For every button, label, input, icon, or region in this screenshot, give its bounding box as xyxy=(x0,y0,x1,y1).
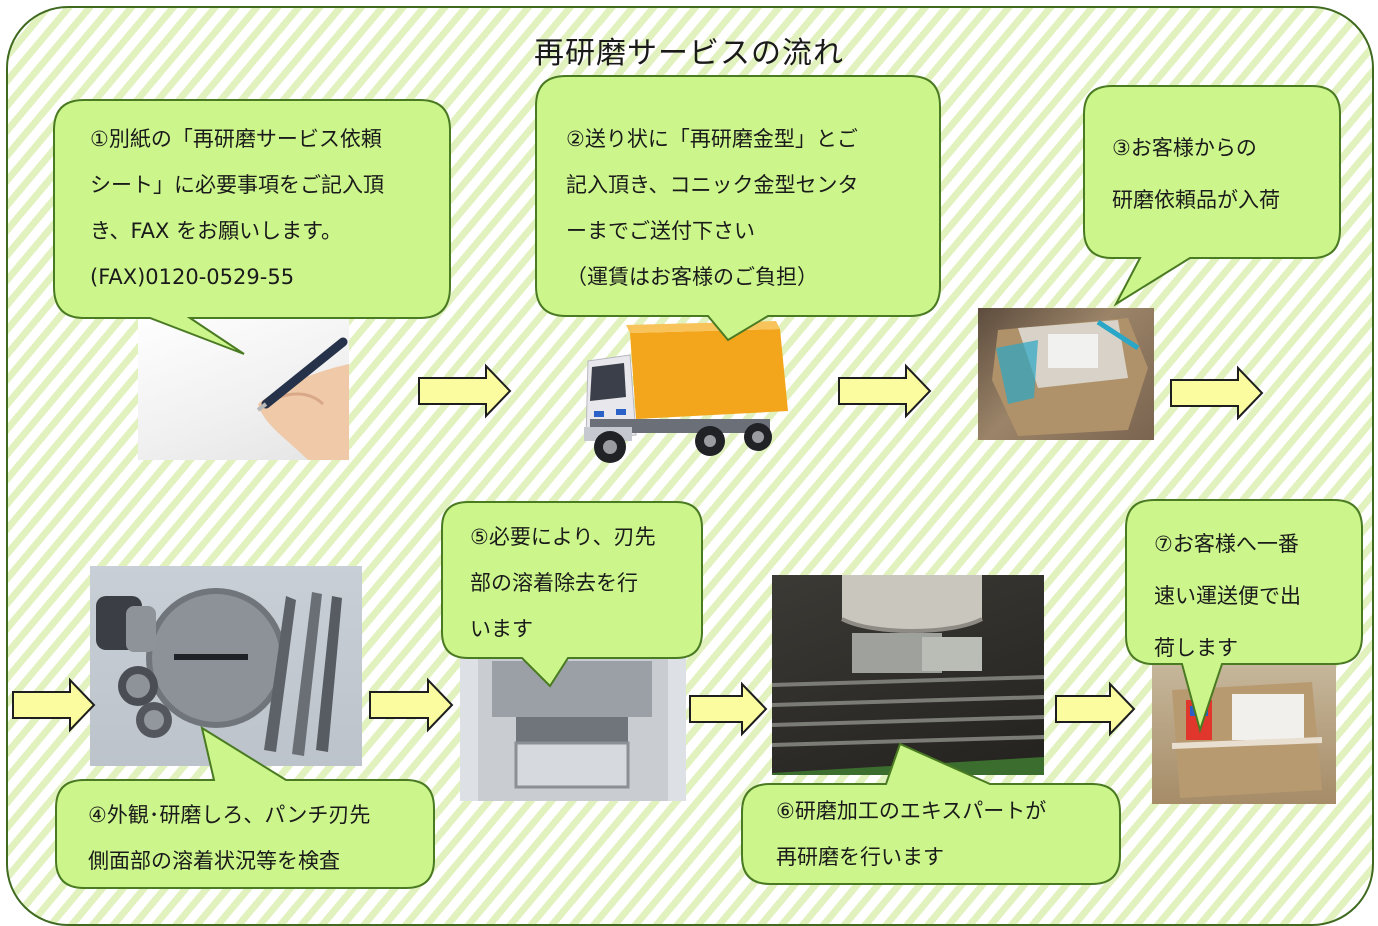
step-3-text: ③お客様からの 研磨依頼品が入荷 xyxy=(1112,136,1280,212)
shipment-box-photo xyxy=(1152,660,1336,804)
package-photo xyxy=(978,308,1154,440)
arrow-right-icon xyxy=(369,677,454,733)
arrow-right-icon xyxy=(1055,681,1136,737)
blade-tip-icon xyxy=(478,651,668,801)
step-4-text: ④外観･研磨しろ、パンチ刃先 側面部の溶着状況等を検査 xyxy=(88,803,371,873)
bubble-step-7 xyxy=(1125,499,1363,734)
step-5-text: ⑤必要により、刃先 部の溶着除去を行 います xyxy=(470,525,656,641)
writing-hand-photo xyxy=(138,312,349,460)
arrow-right-icon xyxy=(689,681,768,737)
step-1-text: ①別紙の「再研磨サービス依頼 シート」に必要事項をご記入頂 き、FAX をお願い… xyxy=(90,127,384,289)
step-2-text: ②送り状に「再研磨金型」とご 記入頂き、コニック金型センタ ーまでご送付下さい … xyxy=(566,127,859,289)
pen-icon xyxy=(256,337,349,460)
page-title: 再研磨サービスの流れ xyxy=(534,36,844,71)
truck-photo xyxy=(580,315,792,475)
arrow-right-icon xyxy=(838,363,932,419)
step-7-text: ⑦お客様へ一番 速い運送便で出 荷します xyxy=(1154,532,1301,660)
bubble-step-5 xyxy=(441,501,703,688)
truck-icon xyxy=(584,321,788,463)
blade-tip-photo xyxy=(460,651,686,801)
arrow-right-icon xyxy=(1170,365,1264,421)
punch-tools-icon xyxy=(96,588,342,756)
bubble-step-3 xyxy=(1083,85,1341,307)
box-icon xyxy=(992,318,1148,436)
bubble-step-6 xyxy=(741,742,1121,885)
arrow-right-icon xyxy=(418,363,512,419)
step-6-text: ⑥研磨加工のエキスパートが 再研磨を行います xyxy=(776,799,1047,869)
arrow-right-icon xyxy=(12,677,96,733)
bubble-step-2 xyxy=(535,75,941,342)
shipment-box-icon xyxy=(1171,682,1323,798)
bubble-step-4 xyxy=(55,725,435,889)
bubble-step-1 xyxy=(53,99,451,355)
punch-parts-photo xyxy=(90,566,362,766)
